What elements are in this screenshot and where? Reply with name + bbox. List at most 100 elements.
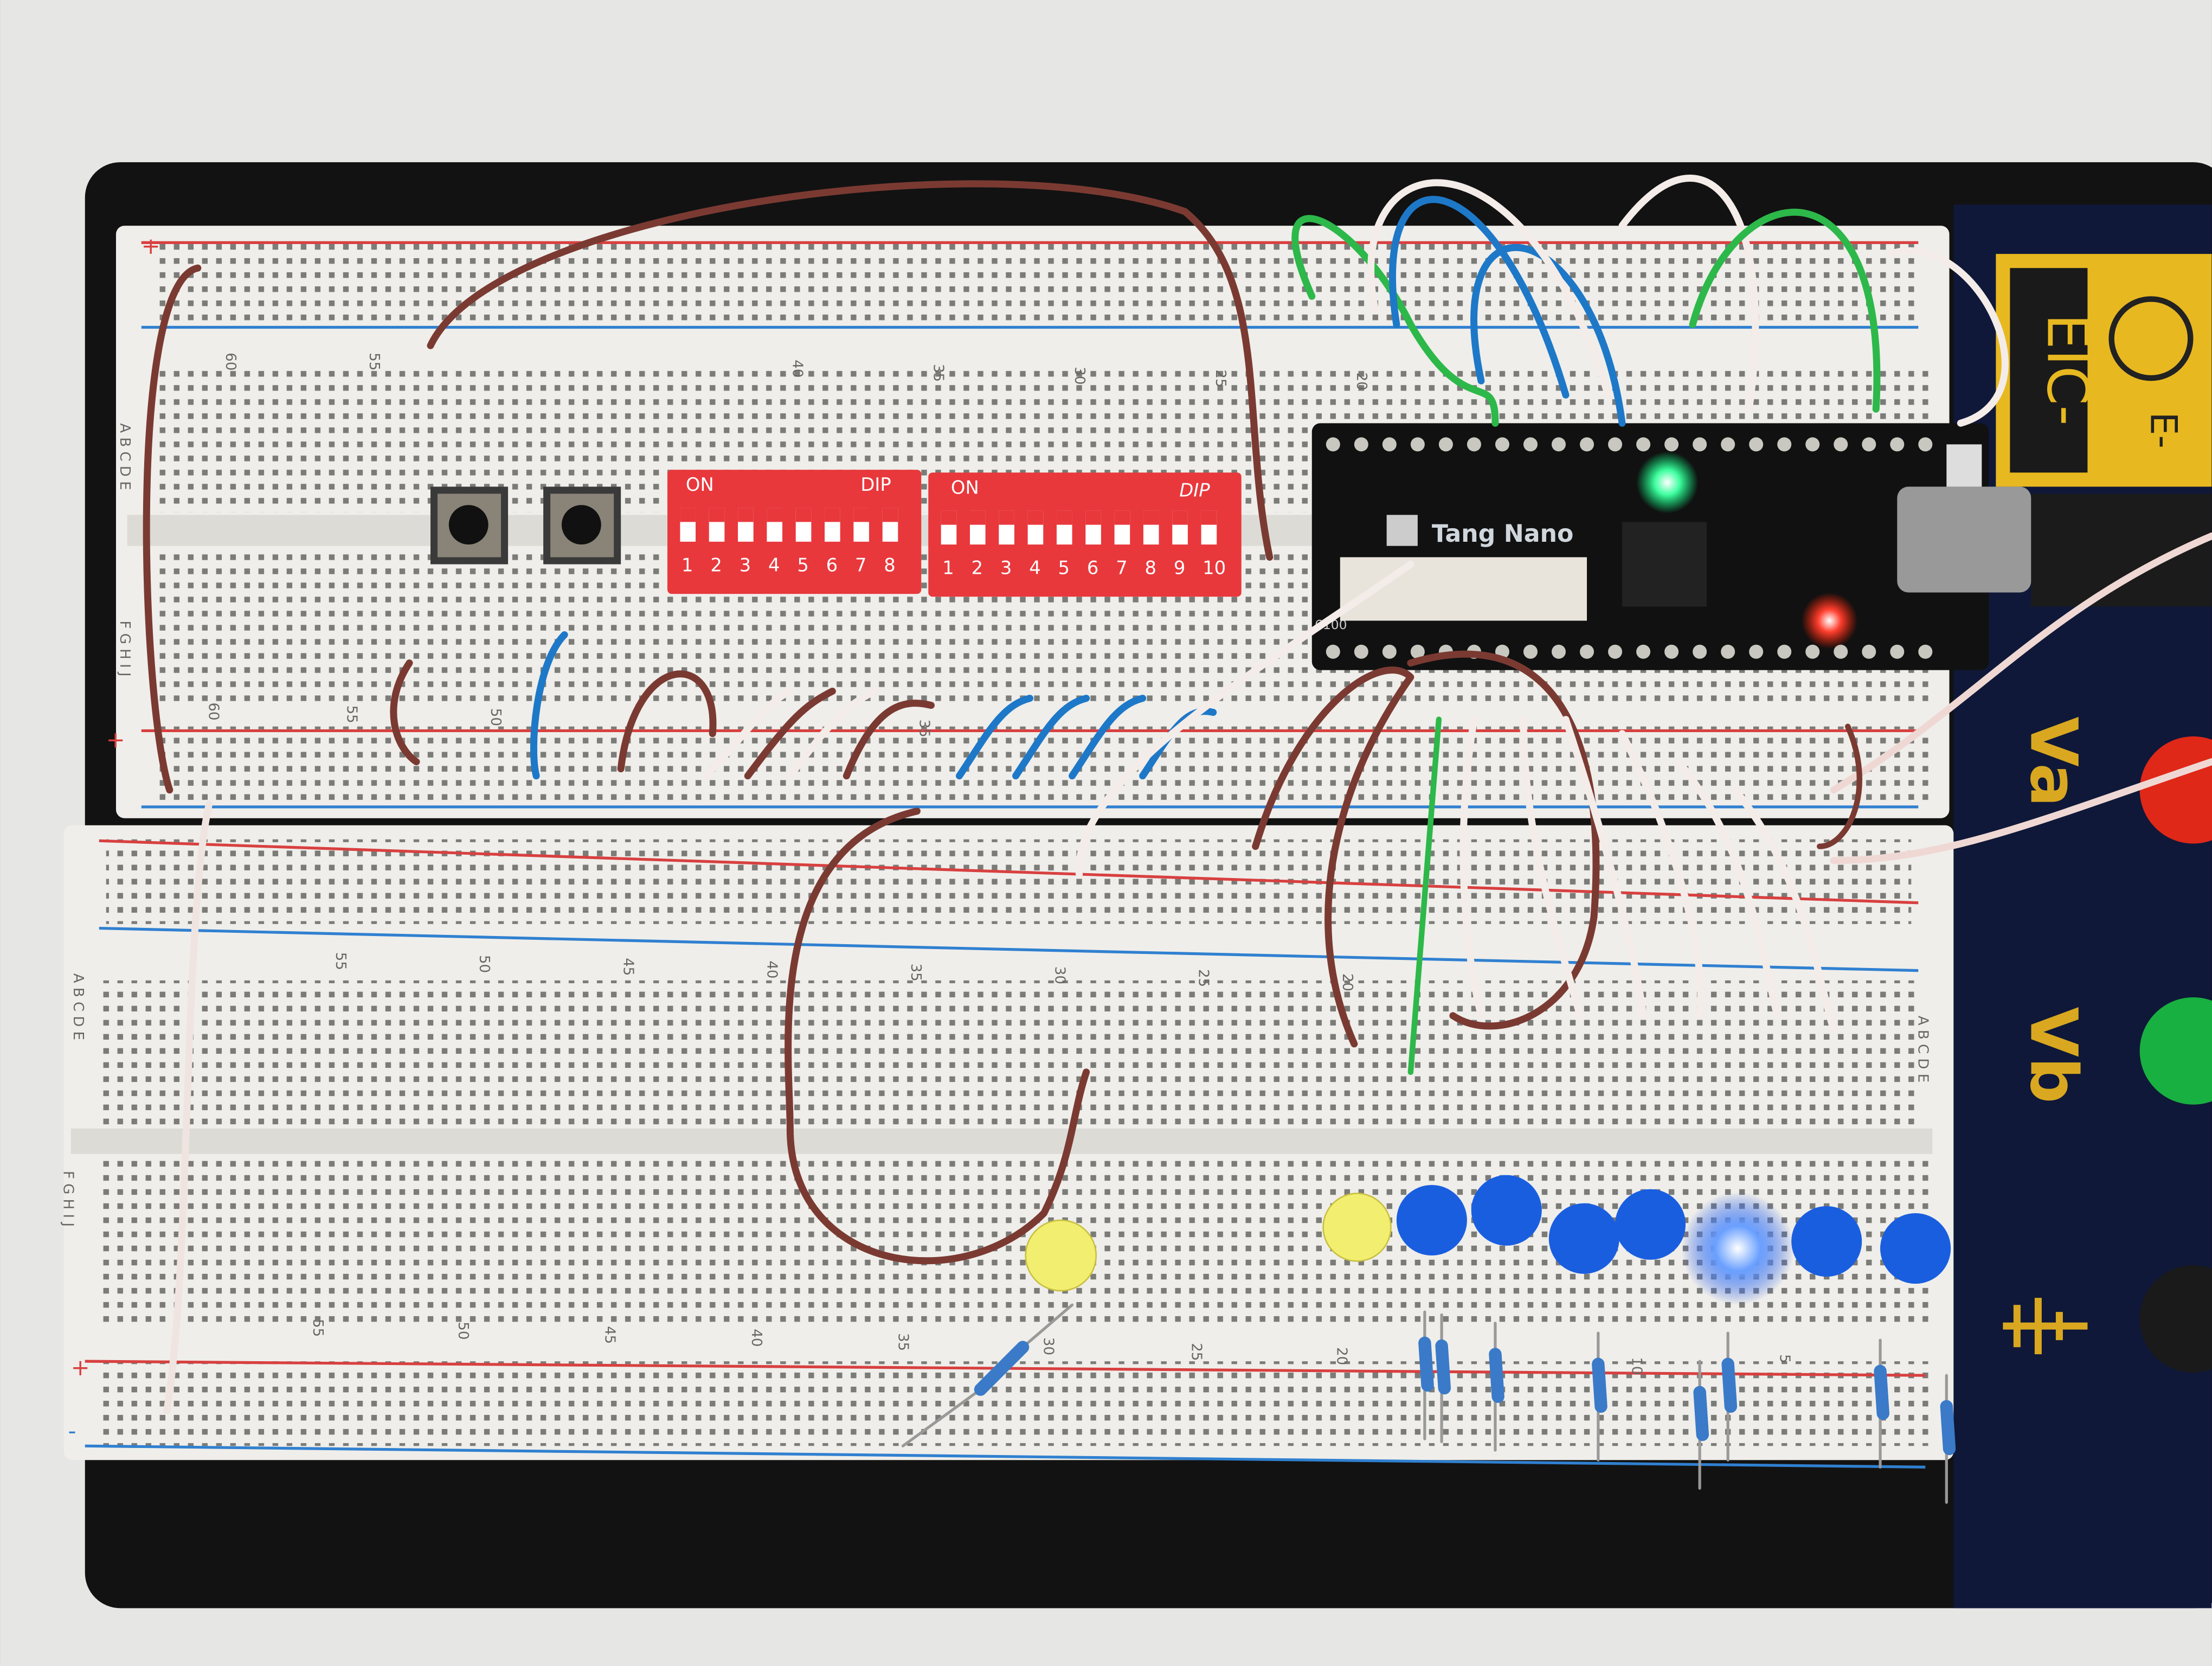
led-yellow [1322,1193,1392,1262]
green-status-led [1636,451,1699,514]
header-pin [1834,437,1848,452]
va-label: Va [2015,716,2091,807]
dip-number: 7 [855,554,867,575]
rail-minus: - [68,1418,76,1444]
header-pin [1410,644,1425,659]
rail-plus: + [142,233,160,259]
header-pin [1551,644,1566,659]
va-terminal[interactable] [2139,736,2212,844]
usb-c-port[interactable] [1897,486,2031,593]
reset-button[interactable] [1946,444,1982,487]
trainer-logo: EIC- [2035,313,2101,426]
svg-text:50: 50 [476,955,492,973]
row-letters-bottom: F G H I J [60,1171,76,1227]
header-pin [1382,437,1397,452]
led-blue-lit [1681,1192,1795,1305]
dip-number: 8 [1145,558,1157,579]
dip-number: 3 [740,554,751,575]
col-label: 60 [222,353,239,370]
svg-text:35: 35 [895,1333,911,1351]
push-button-1[interactable] [430,486,509,565]
col-label: 60 [205,702,222,720]
svg-text:ON: ON [951,477,979,498]
header-pin [1862,437,1876,452]
lower-col-labels: 55 50 45 40 35 30 25 20 55 50 45 40 35 3… [310,952,1792,1375]
svg-text:45: 45 [602,1326,618,1344]
svg-text:25: 25 [1195,969,1212,987]
header-pin [1523,437,1538,452]
header-pin [1579,437,1594,452]
resistor [1874,1364,1889,1420]
header-pin [1495,437,1509,452]
board-name: Tang Nano [1432,520,1574,548]
led-blue [1791,1206,1862,1277]
svg-text:DIP: DIP [860,474,891,495]
dip-number: 2 [972,558,983,579]
sipeed-logo-icon [1386,515,1418,546]
resistor [1592,1357,1607,1413]
lcd-connector [1340,557,1587,621]
led-blue [1396,1184,1467,1256]
dip-number: 5 [797,554,809,575]
col-label: 55 [344,706,360,723]
dip-number: 3 [1000,558,1012,579]
svg-text:50: 50 [455,1322,471,1340]
header-pin [1664,644,1679,659]
row-letters-bottom: F G H I J [117,621,133,677]
dip-number: 4 [768,554,780,575]
resistor [1435,1339,1451,1395]
header-pin [1805,644,1820,659]
row-letters-right: A B C D E [1914,1016,1931,1082]
header-pin [1805,437,1820,452]
push-button-2[interactable] [543,486,621,565]
header-pin [1354,437,1368,452]
header-pin [1664,437,1679,452]
header-pin [1326,437,1340,452]
header-pin [1749,644,1764,659]
resistor [1721,1357,1738,1413]
svg-text:10: 10 [1628,1357,1644,1375]
trainer-logo-small: E- [2142,412,2185,448]
col-label: 30 [1071,367,1088,385]
header-pin [1862,644,1876,659]
col-label: 40 [789,360,806,377]
header-pin [1410,437,1425,452]
col-label: 55 [366,353,382,370]
header-pin [1354,644,1368,659]
tang-nano-fpga-board: Tang Nano 6100 [1311,423,2031,670]
header-pin [1777,437,1792,452]
svg-text:20: 20 [1339,973,1355,991]
header-pin [1749,437,1764,452]
header-pin [1777,644,1792,659]
led-blue [1615,1189,1686,1260]
header-pin [1918,644,1933,659]
header-pin [1608,644,1623,659]
header-pin [1382,644,1397,659]
lower-breadboard: A B C D E F G H I J A B C D E + - 55 50 … [60,825,1954,1469]
svg-text:30: 30 [1040,1337,1057,1355]
vb-label: Vb [2015,1007,2091,1104]
row-letters-top: A B C D E [70,973,86,1040]
row-letters-top: A B C D E [117,423,133,490]
header-pin [1890,644,1905,659]
header-pin [1834,644,1848,659]
led-blue [1548,1203,1619,1274]
dip-number: 5 [1058,558,1070,579]
dip-number: 9 [1174,558,1186,579]
svg-text:40: 40 [764,960,780,978]
fpga-chip [1622,522,1707,607]
dip-number: 2 [710,554,722,575]
svg-text:35: 35 [908,964,924,982]
col-label: 35 [916,720,933,738]
dip-number: 1 [942,558,954,579]
svg-text:40: 40 [748,1329,764,1347]
led-blue [1471,1175,1542,1246]
dip-number: 4 [1029,558,1041,579]
dip-number: 7 [1116,558,1128,579]
ground-terminal[interactable] [2139,1265,2212,1373]
red-power-led [1801,592,1858,649]
vb-terminal[interactable] [2139,997,2212,1105]
